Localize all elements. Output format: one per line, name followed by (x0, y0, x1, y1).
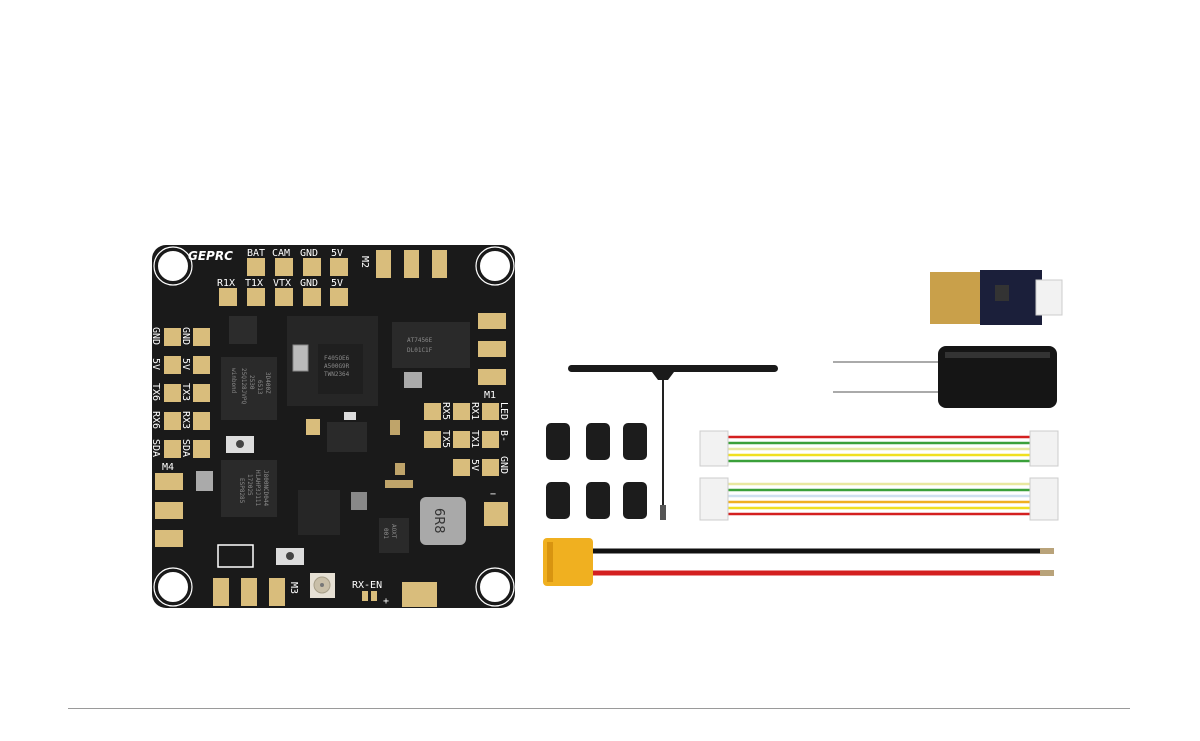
rubber-grommets (546, 423, 647, 519)
pad-label: LED (498, 402, 509, 420)
component (306, 419, 320, 435)
svg-text:F405OE6: F405OE6 (324, 355, 350, 362)
inductor: 6R8 (420, 497, 466, 545)
motor-label-m2: M2 (359, 256, 370, 268)
esp-chip: ESP8285 172025 H1AHP3J111 J800NCD044 (221, 460, 277, 517)
motor-label-m1: M1 (484, 390, 496, 401)
pad-label: RX6 (150, 411, 161, 429)
ufl-antenna-connector (310, 573, 335, 598)
svg-text:001: 001 (382, 528, 389, 539)
capacitor (833, 346, 1057, 408)
pad-label: TX1 (469, 430, 480, 448)
plus-label: + (383, 596, 389, 607)
crystal (217, 544, 254, 568)
svg-text:ESP8285: ESP8285 (238, 478, 245, 504)
pad-label: 5V (180, 358, 191, 370)
rx-en-label: RX-EN (352, 580, 382, 591)
pad-label: B- (498, 430, 509, 442)
xt60-power-lead (543, 538, 1054, 586)
svg-text:6R8: 6R8 (431, 508, 446, 534)
svg-text:TWN2364: TWN2364 (324, 371, 350, 378)
pad-label: VTX (273, 278, 291, 289)
button (226, 436, 304, 565)
pad-label: CAM (272, 248, 290, 259)
svg-text:25Q128JVPQ: 25Q128JVPQ (240, 368, 247, 405)
pad-label: 5V (150, 358, 161, 370)
pad-label: GND (180, 327, 191, 345)
component (351, 492, 367, 510)
usb-adapter-board (930, 270, 1063, 325)
right-pads (424, 313, 508, 526)
svg-text:A500G9R: A500G9R (324, 363, 350, 370)
svg-text:DL01C1F: DL01C1F (407, 347, 433, 354)
pad-label: R1X (217, 278, 235, 289)
pad-label: T1X (245, 278, 263, 289)
pad-label: 5V (331, 248, 343, 259)
divider-line (68, 708, 1130, 709)
pad-label: TX6 (150, 383, 161, 401)
pad-label: RX5 (440, 402, 451, 420)
svg-text:6513: 6513 (256, 380, 263, 395)
flight-controller-board: GEPRC BAT CAM GND 5V R1X T1X VTX GND 5V … (150, 245, 515, 608)
pad-label: BAT (247, 248, 265, 259)
pad-label: TX5 (440, 430, 451, 448)
voltage-regulator (327, 422, 367, 452)
connector-cable (699, 477, 1059, 521)
component (196, 471, 213, 491)
pad-label: 5V (331, 278, 343, 289)
chip (229, 316, 257, 344)
minus-label: − (490, 489, 496, 500)
svg-text:J800NCD044: J800NCD044 (262, 470, 269, 507)
bottom-pads (213, 578, 437, 607)
chip (298, 490, 340, 535)
left-pads (155, 328, 210, 547)
pad-label: TX3 (180, 383, 191, 401)
motor-label-m4: M4 (162, 462, 174, 473)
mcu-chip: F405OE6 A500G9R TWN2364 (287, 316, 378, 406)
svg-text:winbond: winbond (230, 368, 237, 394)
pad-label: RX1 (469, 402, 480, 420)
regulator-chip: AOXT 001 (379, 518, 409, 553)
top-pads (219, 250, 447, 306)
svg-text:H1AHP3J111: H1AHP3J111 (254, 470, 261, 507)
mounting-hole (156, 249, 512, 604)
brand-logo: GEPRC (188, 249, 233, 263)
svg-text:3D400Z: 3D400Z (264, 372, 271, 394)
svg-text:2530: 2530 (248, 375, 255, 390)
component (404, 372, 422, 388)
pad-label: GND (150, 327, 161, 345)
pad-label: GND (300, 248, 318, 259)
svg-text:AT7456E: AT7456E (407, 337, 433, 344)
pad-label: SDA (150, 439, 161, 457)
connector-cable (699, 430, 1059, 467)
motor-label-m3: M3 (288, 582, 299, 594)
svg-text:172025: 172025 (246, 474, 253, 496)
osd-chip: AT7456E DL01C1F (392, 322, 470, 368)
t-antenna (568, 365, 778, 520)
pad-label: GND (498, 456, 509, 474)
pad-label: 5V (469, 459, 480, 471)
pad-label: RX3 (180, 411, 191, 429)
pad-label: SDA (180, 439, 191, 457)
svg-text:AOXT: AOXT (390, 524, 397, 539)
flash-chip: winbond 25Q128JVPQ 2530 6513 3D400Z (221, 357, 277, 420)
pad-label: GND (300, 278, 318, 289)
